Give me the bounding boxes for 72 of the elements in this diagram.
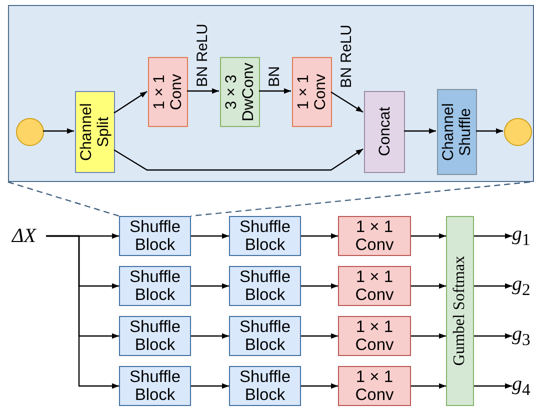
arrow bbox=[411, 283, 446, 289]
box-label: 1 × 1 Conv bbox=[354, 268, 395, 304]
arrow bbox=[411, 233, 446, 239]
process-box bbox=[292, 57, 332, 127]
output-label: g$_{4}$ bbox=[512, 372, 534, 400]
arrow bbox=[301, 383, 338, 389]
box-label: 1 × 1 Conv bbox=[294, 72, 330, 112]
arrow bbox=[411, 383, 446, 389]
arrow bbox=[46, 235, 119, 389]
process-box bbox=[148, 57, 188, 127]
arrow bbox=[191, 283, 229, 289]
zoom-line bbox=[8, 181, 120, 217]
arrow bbox=[301, 333, 338, 339]
output-label: g$_{3}$ bbox=[512, 322, 534, 350]
arrow bbox=[114, 148, 364, 171]
process-box bbox=[119, 216, 191, 256]
input-label: ΔX bbox=[12, 224, 46, 248]
box-label: Concat bbox=[376, 106, 394, 159]
terminal-circle bbox=[504, 118, 532, 146]
process-box bbox=[446, 216, 474, 406]
arrow bbox=[404, 128, 436, 134]
arrow bbox=[191, 383, 229, 389]
process-box bbox=[229, 366, 301, 406]
output-label: g$_{1}$ bbox=[512, 222, 534, 250]
box-label: Gumbel Softmax bbox=[451, 255, 469, 368]
arrow bbox=[187, 88, 219, 94]
box-label: 1 × 1 Conv bbox=[354, 368, 395, 404]
output-label: g$_{2}$ bbox=[512, 272, 534, 300]
box-label: Channel Shuffle bbox=[440, 102, 474, 163]
process-box bbox=[338, 266, 411, 306]
box-label: Shuffle Block bbox=[238, 368, 292, 404]
process-box bbox=[229, 316, 301, 356]
box-label: 1 × 1 Conv bbox=[150, 72, 186, 112]
box-label: Shuffle Block bbox=[128, 318, 182, 354]
box-label: 1 × 1 Conv bbox=[354, 218, 395, 254]
arrow bbox=[114, 91, 148, 114]
arrow bbox=[476, 128, 503, 134]
arrow bbox=[474, 233, 512, 239]
process-box bbox=[338, 216, 411, 256]
arrow bbox=[301, 283, 338, 289]
arrow bbox=[411, 333, 446, 339]
process-box bbox=[364, 91, 405, 173]
box-label: Shuffle Block bbox=[238, 268, 292, 304]
box-label: 1 × 1 Conv bbox=[354, 318, 395, 354]
process-box bbox=[338, 316, 411, 356]
arrow bbox=[474, 383, 512, 389]
box-label: Shuffle Block bbox=[128, 368, 182, 404]
terminal-circle bbox=[16, 118, 44, 146]
box-label: Shuffle Block bbox=[238, 218, 292, 254]
process-box bbox=[338, 366, 411, 406]
arrow bbox=[330, 92, 364, 113]
box-label: Shuffle Block bbox=[128, 218, 182, 254]
box-label: Shuffle Block bbox=[238, 318, 292, 354]
arrow bbox=[191, 233, 229, 239]
box-label: Shuffle Block bbox=[128, 268, 182, 304]
arrow bbox=[43, 128, 74, 134]
process-box bbox=[119, 266, 191, 306]
box-label: 3 × 3 DwConv bbox=[222, 62, 258, 123]
arrow bbox=[259, 88, 291, 94]
process-box bbox=[437, 89, 477, 175]
process-box bbox=[229, 266, 301, 306]
arrow bbox=[301, 233, 338, 239]
arrow bbox=[191, 333, 229, 339]
zoom-line bbox=[190, 181, 530, 217]
process-box bbox=[119, 316, 191, 356]
process-box bbox=[119, 366, 191, 406]
process-box bbox=[75, 91, 115, 173]
arrow bbox=[474, 333, 512, 339]
process-box bbox=[229, 216, 301, 256]
box-label: Channel Split bbox=[78, 102, 112, 163]
arrow bbox=[474, 283, 512, 289]
detail-panel bbox=[8, 5, 534, 182]
